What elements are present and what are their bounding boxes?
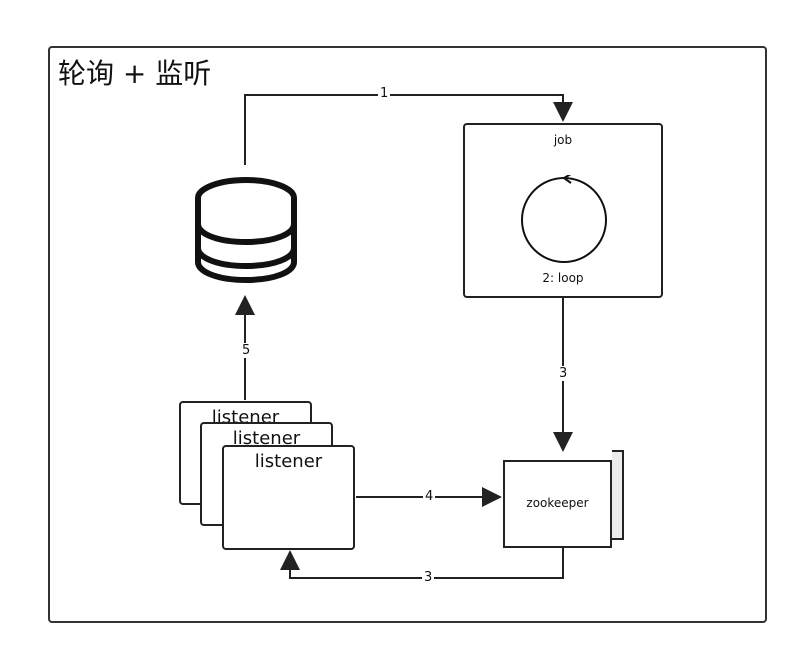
listener-box-front: listener — [222, 445, 355, 550]
edge-label-3a: 3 — [557, 366, 570, 381]
job-label: job — [553, 133, 573, 147]
edge-label-5: 5 — [240, 343, 253, 358]
diagram-title: 轮询 + 监听 — [58, 57, 212, 90]
diagram-frame — [48, 46, 767, 623]
zookeeper-node: zookeeper — [503, 450, 624, 548]
edge-label-3b: 3 — [422, 570, 435, 585]
edge-label-1: 1 — [378, 86, 391, 101]
job-node: job 2: loop — [463, 123, 663, 298]
loop-icon — [521, 175, 607, 263]
edge-label-4: 4 — [423, 489, 436, 504]
loop-label: 2: loop — [542, 271, 584, 285]
database-icon — [195, 177, 297, 284]
zookeeper-label: zookeeper — [526, 496, 589, 510]
